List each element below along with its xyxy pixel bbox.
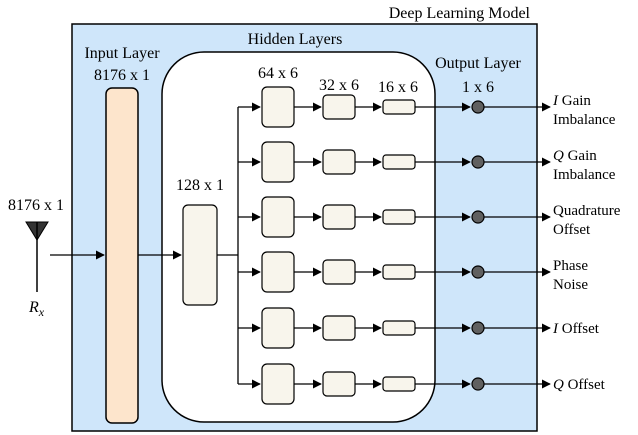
model-title: Deep Learning Model	[389, 5, 531, 22]
output-node-4	[471, 265, 485, 279]
input-layer-dim: 8176 x 1	[94, 67, 150, 84]
output-layer-label: Output Layer	[435, 55, 521, 72]
dense-16-node-5	[382, 320, 416, 336]
input-layer-block	[105, 87, 139, 424]
dense-64-node-3	[261, 196, 295, 238]
output-node-6	[471, 377, 485, 391]
dense-16-node-1	[382, 99, 416, 115]
output-label-5: I Offset	[552, 321, 600, 337]
dense-16-dim: 16 x 6	[378, 79, 418, 96]
input-layer-label: Input Layer	[84, 45, 160, 62]
hidden-layers-label: Hidden Layers	[248, 31, 343, 48]
output-label-6: Q Offset	[553, 377, 606, 393]
dense-16-node-3	[382, 209, 416, 225]
output-label-3: Quadrature	[553, 203, 621, 219]
hidden-layers-container	[161, 51, 436, 423]
dense-32-node-4	[322, 259, 356, 285]
shared-hidden-node	[182, 204, 218, 306]
dense-16-node-2	[382, 154, 416, 170]
output-node-3	[471, 210, 485, 224]
dense-64-node-2	[261, 141, 295, 183]
dense-32-dim: 32 x 6	[319, 77, 359, 94]
dense-32-node-6	[322, 371, 356, 397]
output-label-2: Q Gain	[553, 148, 597, 164]
output-label-4: Phase	[553, 258, 588, 274]
output-node-1	[471, 100, 485, 114]
dense-64-dim: 64 x 6	[258, 65, 298, 82]
dense-32-node-1	[322, 94, 356, 120]
output-label-line2-3: Offset	[553, 222, 591, 238]
dense-32-node-3	[322, 204, 356, 230]
output-layer-dim: 1 x 6	[462, 79, 494, 96]
dense-64-node-1	[261, 86, 295, 128]
output-label-line2-2: Imbalance	[553, 167, 616, 183]
dense-64-node-4	[261, 251, 295, 293]
output-label-line2-4: Noise	[553, 277, 588, 293]
output-node-2	[471, 155, 485, 169]
dense-64-node-6	[261, 363, 295, 405]
dense-16-node-4	[382, 264, 416, 280]
dense-32-node-5	[322, 315, 356, 341]
input-dim-label: 8176 x 1	[8, 197, 64, 214]
dense-64-node-5	[261, 307, 295, 349]
dense-32-node-2	[322, 149, 356, 175]
output-node-5	[471, 321, 485, 335]
output-label-1: I Gain	[552, 93, 591, 109]
dense-16-node-6	[382, 376, 416, 392]
receiver-label: Rx	[28, 299, 45, 319]
output-label-line2-1: Imbalance	[553, 112, 616, 128]
shared-hidden-dim: 128 x 1	[176, 177, 224, 194]
